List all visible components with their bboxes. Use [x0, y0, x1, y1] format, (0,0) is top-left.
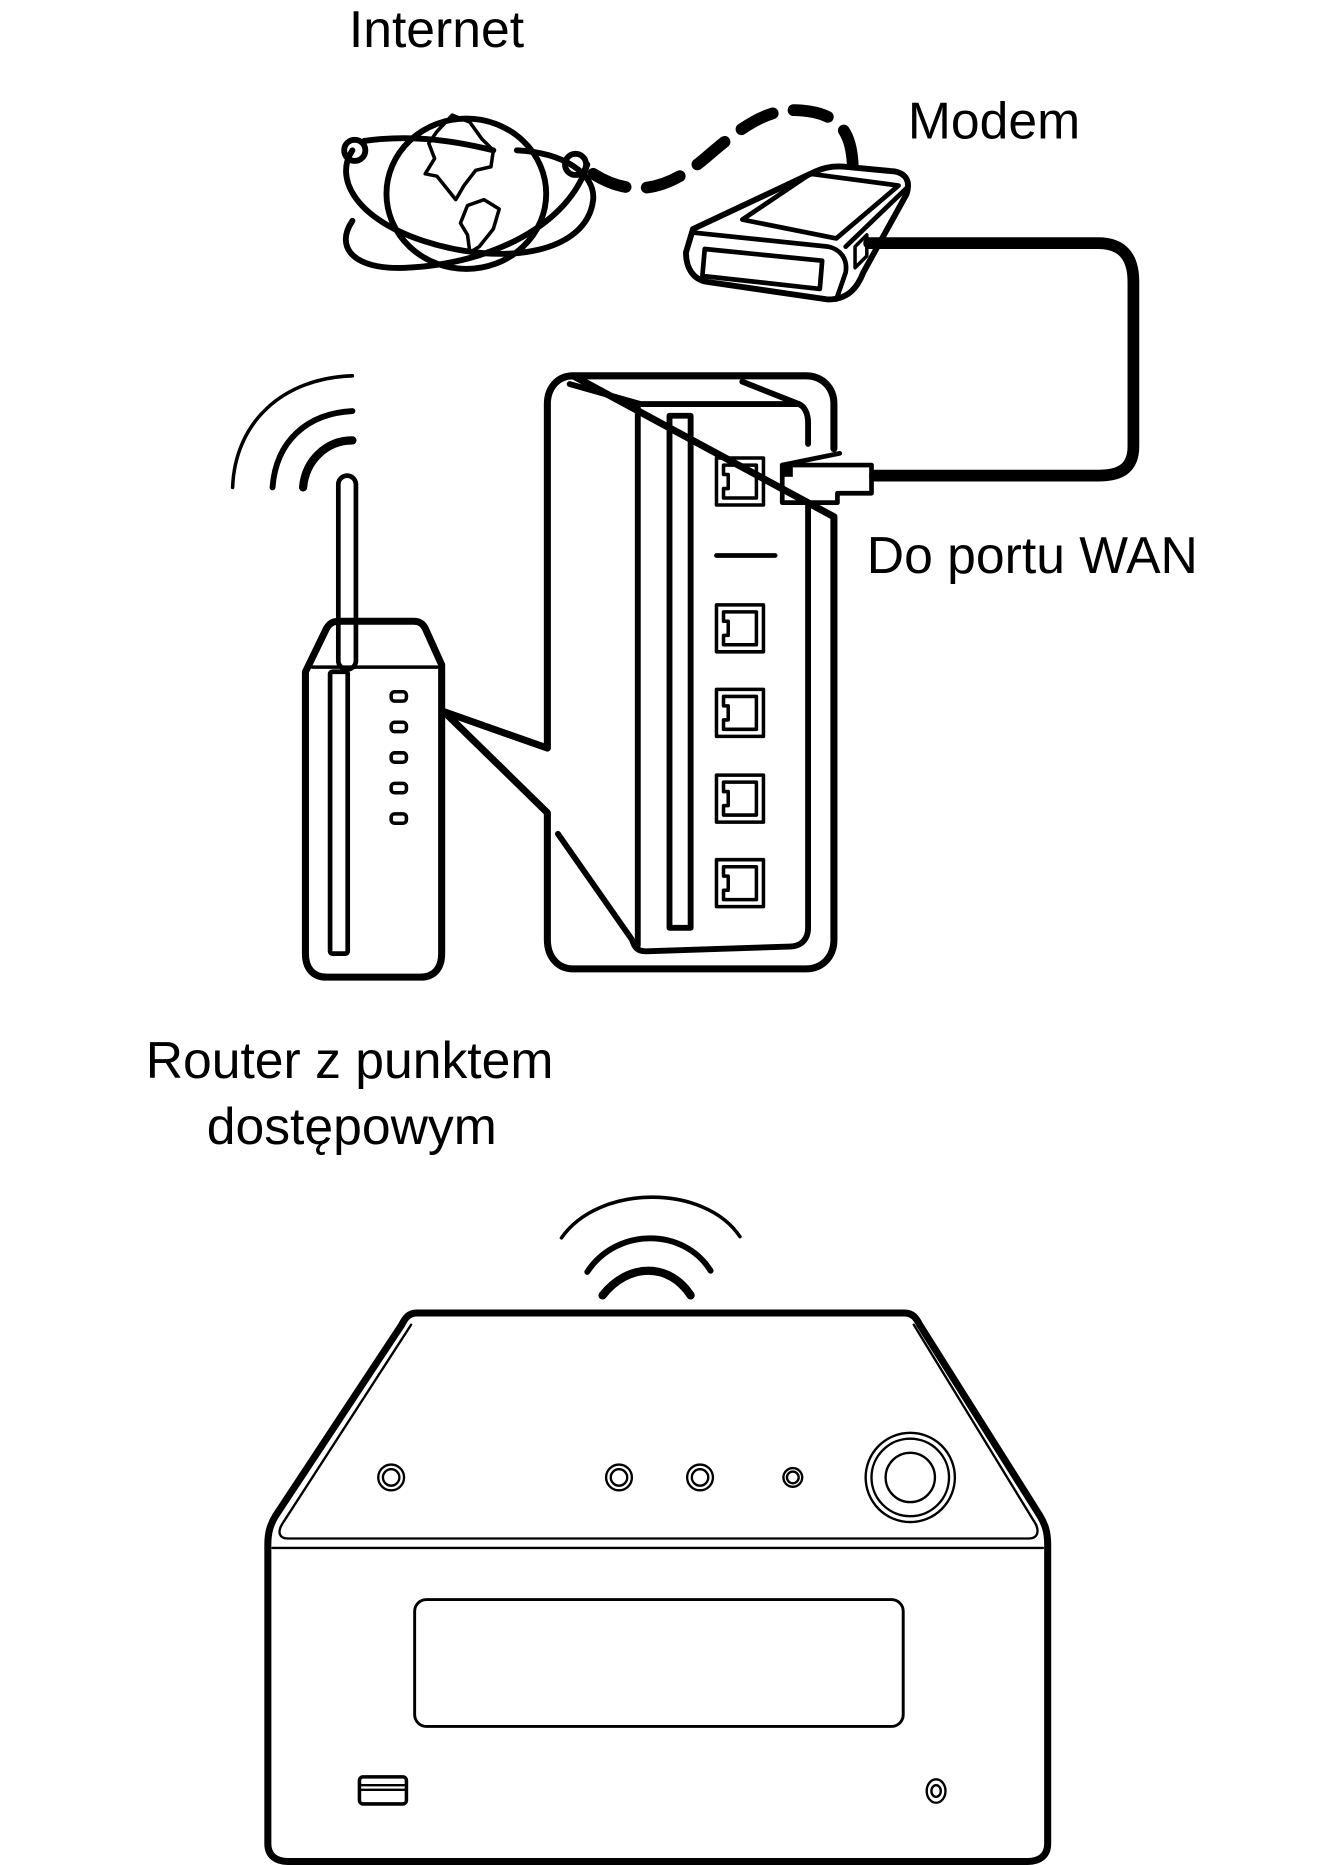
- wireless-router-icon: [230, 374, 446, 981]
- globe-icon: [341, 113, 597, 272]
- receiver-display: [413, 1598, 905, 1728]
- wifi-signal-icon: [230, 374, 357, 492]
- lan-port-icon: [714, 857, 766, 909]
- wan-port-icon: [714, 456, 766, 507]
- lan-port-icon: [714, 603, 766, 654]
- usb-port-icon: [357, 1775, 409, 1806]
- wifi-signal-icon: [559, 1195, 742, 1300]
- internet-label: Internet: [349, 0, 524, 58]
- modem-label: Modem: [908, 92, 1080, 150]
- router-rear-panel-callout: [440, 372, 874, 973]
- modem-icon: [683, 163, 911, 303]
- receiver-top-buttons: [377, 1431, 957, 1524]
- wireless-link-internet-modem: [587, 104, 859, 194]
- router-status-leds: [389, 689, 409, 826]
- lan-port-icon: [714, 773, 766, 824]
- network-receiver-icon: [264, 1195, 1052, 1865]
- lan-port-icon: [714, 687, 766, 739]
- headphone-jack-icon: [925, 1778, 947, 1804]
- router-label-line1: Router z punktem: [146, 1031, 554, 1089]
- router-label-line2: dostępowym: [207, 1097, 497, 1155]
- wan-port-label: Do portu WAN: [867, 526, 1198, 584]
- ethernet-cable: [863, 237, 1140, 482]
- rj45-plug-icon: [779, 450, 874, 506]
